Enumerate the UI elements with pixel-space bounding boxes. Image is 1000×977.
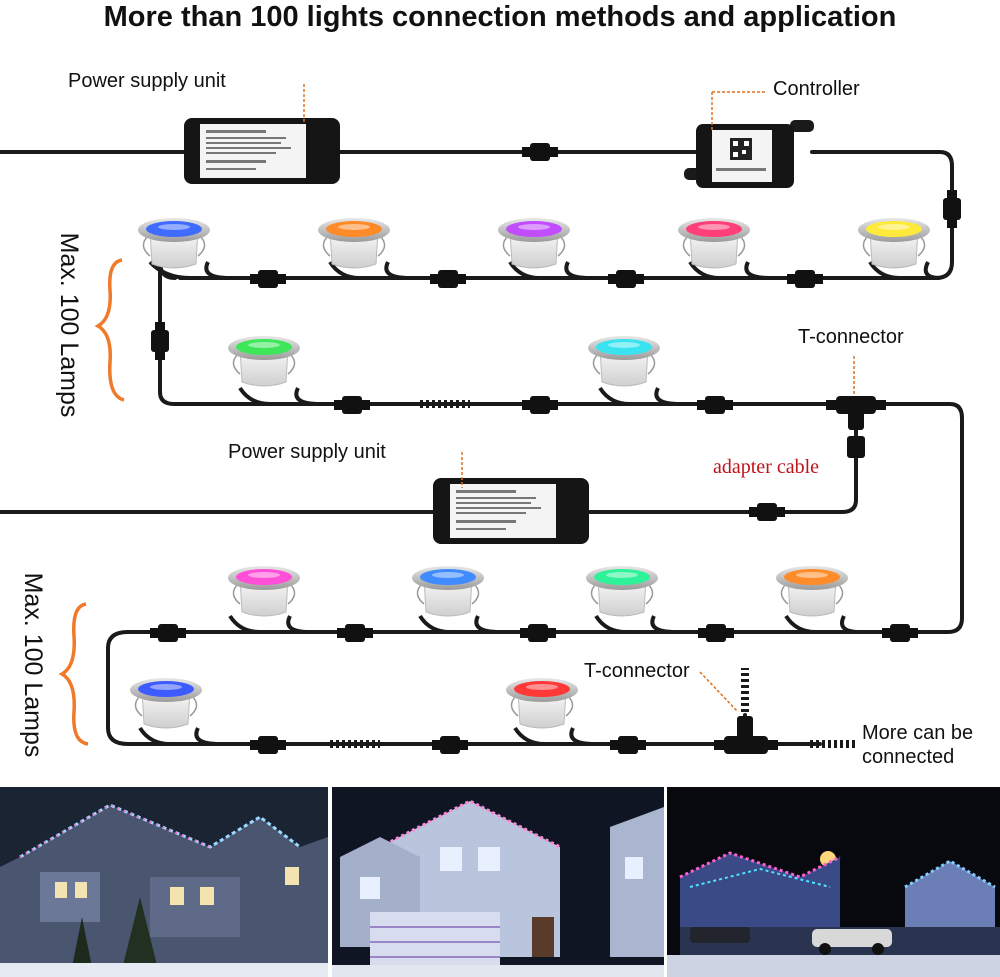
lamp-glow xyxy=(326,221,382,237)
connection-diagram xyxy=(0,84,964,754)
lamp-glow xyxy=(594,569,650,585)
lamp-glow xyxy=(236,569,292,585)
lamp-drops-bottom xyxy=(138,614,861,746)
adapter-cable-label: adapter cable xyxy=(713,456,820,478)
led-lamp xyxy=(318,218,390,269)
controller-label: Controller xyxy=(773,78,860,100)
led-lamp xyxy=(776,566,848,617)
lamp-glow xyxy=(138,681,194,697)
led-lamp xyxy=(586,566,658,617)
led-lamp xyxy=(858,218,930,269)
lamps-layer xyxy=(130,218,930,729)
max-lamps-label-top: Max. 100 Lamps xyxy=(55,232,83,418)
more-connected-line1: More can be xyxy=(862,722,974,744)
led-lamp xyxy=(498,218,570,269)
power-supply-top xyxy=(184,118,340,184)
brace-bottom xyxy=(58,602,89,746)
t-connector-label-bottom: T-connector xyxy=(584,660,690,682)
led-lamp xyxy=(228,336,300,387)
led-lamp xyxy=(506,678,578,729)
led-lamp xyxy=(228,566,300,617)
power-supply-mid xyxy=(433,478,589,544)
house-photo-3 xyxy=(667,787,1000,977)
application-photos xyxy=(0,787,1000,977)
lamp-glow xyxy=(514,681,570,697)
cable-connectors xyxy=(150,143,961,754)
lamp-glow xyxy=(596,339,652,355)
led-lamp xyxy=(130,678,202,729)
more-connected-line2: connected xyxy=(862,746,955,768)
continuation-dashes xyxy=(330,400,855,748)
house-photo-2 xyxy=(332,787,664,977)
lamp-glow xyxy=(236,339,292,355)
cables-bottom xyxy=(106,630,832,746)
max-lamps-label-bottom: Max. 100 Lamps xyxy=(19,572,47,758)
lamp-glow xyxy=(506,221,562,237)
lamp-glow xyxy=(866,221,922,237)
callout-lines xyxy=(303,84,855,713)
lamp-glow xyxy=(686,221,742,237)
led-lamp xyxy=(678,218,750,269)
lamp-glow xyxy=(784,569,840,585)
power-supply-label-mid: Power supply unit xyxy=(228,441,386,463)
lamp-glow xyxy=(146,221,202,237)
led-lamp xyxy=(138,218,210,269)
t-connector-label-top: T-connector xyxy=(798,326,904,348)
led-lamp xyxy=(412,566,484,617)
lamp-glow xyxy=(420,569,476,585)
power-supply-label-top: Power supply unit xyxy=(68,70,226,92)
page-title: More than 100 lights connection methods … xyxy=(103,1,897,33)
brace-top xyxy=(94,258,125,402)
led-lamp xyxy=(588,336,660,387)
house-photo-1 xyxy=(0,787,328,977)
controller-box xyxy=(684,120,814,188)
